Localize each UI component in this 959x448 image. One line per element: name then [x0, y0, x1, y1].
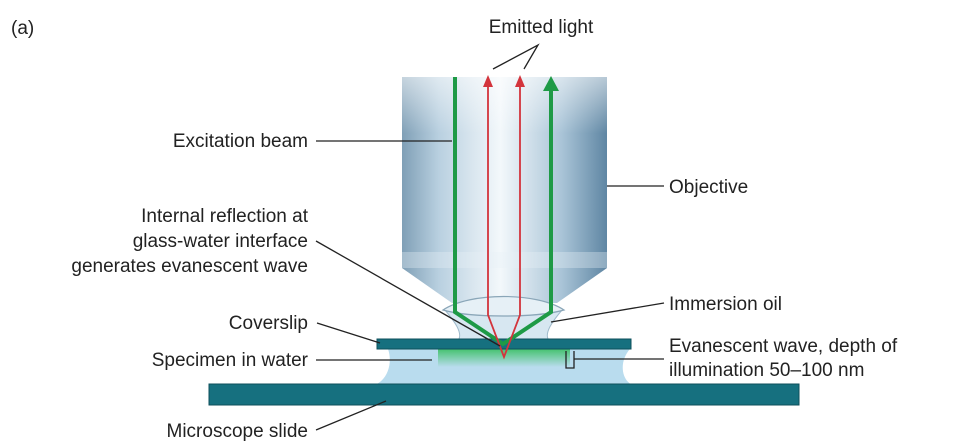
- label-coverslip: Coverslip: [229, 313, 308, 334]
- leader-emitted-light: [492, 43, 540, 70]
- label-microscope-slide: Microscope slide: [167, 421, 309, 442]
- leader-coverslip: [316, 322, 381, 344]
- leader-immersion-oil: [550, 302, 665, 323]
- leader-evanescent-wave: [565, 351, 664, 369]
- emitted-light-arrowhead-left: [483, 75, 493, 87]
- label-excitation-beam: Excitation beam: [173, 131, 308, 152]
- label-specimen: Specimen in water: [152, 350, 309, 371]
- label-internal-reflection-line2: glass-water interface: [133, 231, 308, 252]
- emitted-light-arrowhead-right: [515, 75, 525, 87]
- excitation-beam-path: [453, 77, 553, 347]
- label-objective: Objective: [669, 177, 748, 198]
- label-immersion-oil: Immersion oil: [669, 294, 782, 315]
- microscope-slide: [208, 383, 800, 406]
- label-internal-reflection-line3: generates evanescent wave: [71, 256, 308, 277]
- panel-label: (a): [11, 18, 34, 39]
- front-lens: [441, 295, 566, 317]
- label-evanescent-wave-line1: Evanescent wave, depth of: [669, 336, 898, 357]
- label-internal-reflection-line1: Internal reflection at: [141, 206, 309, 227]
- label-evanescent-wave-line2: illumination 50–100 nm: [669, 360, 864, 381]
- excitation-beam-arrowhead: [543, 76, 559, 91]
- label-emitted-light: Emitted light: [489, 17, 594, 38]
- leader-internal-reflection: [315, 240, 501, 347]
- leader-microscope-slide: [315, 400, 387, 431]
- emitted-light-path: [487, 80, 521, 360]
